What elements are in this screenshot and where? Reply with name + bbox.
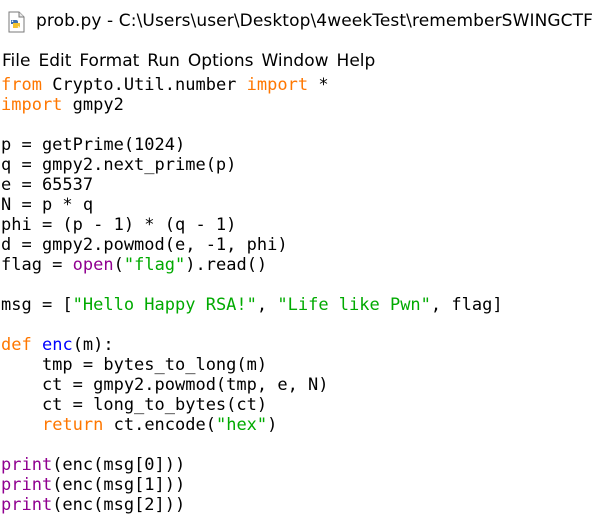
code-token: , [256, 295, 278, 315]
code-line [1, 435, 609, 455]
code-token: d = gmpy2.powmod(e, -1, phi) [1, 235, 288, 255]
code-line: q = gmpy2.next_prime(p) [1, 155, 609, 175]
code-text[interactable]: from Crypto.Util.number import *import g… [0, 75, 609, 515]
code-line: from Crypto.Util.number import * [1, 75, 609, 95]
code-token: from [1, 75, 42, 95]
menu-bar: File Edit Format Run Options Window Help [0, 48, 609, 74]
code-line: tmp = bytes_to_long(m) [1, 355, 609, 375]
menu-options[interactable]: Options [187, 51, 254, 71]
code-token: (enc(msg[1])) [52, 475, 186, 495]
code-line: import gmpy2 [1, 95, 609, 115]
code-line: def enc(m): [1, 335, 609, 355]
menu-file[interactable]: File [2, 51, 31, 71]
code-editor[interactable]: from Crypto.Util.number import *import g… [0, 75, 609, 523]
code-token: (enc(msg[0])) [52, 455, 186, 475]
code-line: phi = (p - 1) * (q - 1) [1, 215, 609, 235]
code-line: return ct.encode("hex") [1, 415, 609, 435]
code-token: (m): [72, 335, 114, 355]
code-line: e = 65537 [1, 175, 609, 195]
code-token: * [308, 75, 329, 95]
code-token: msg = [ [1, 295, 73, 315]
code-line: N = p * q [1, 195, 609, 215]
code-line: flag = open("flag").read() [1, 255, 609, 275]
code-line: d = gmpy2.powmod(e, -1, phi) [1, 235, 609, 255]
code-line [1, 275, 609, 295]
code-token: ).read() [185, 255, 268, 275]
menu-help[interactable]: Help [336, 51, 376, 71]
code-token: phi = (p - 1) * (q - 1) [1, 215, 237, 235]
code-token: e = 65537 [1, 175, 94, 195]
code-token: print [1, 455, 53, 475]
code-token: print [1, 495, 53, 515]
title-bar[interactable]: prob.py - C:\Users\user\Desktop\4weekTes… [0, 0, 609, 44]
code-token: ( [113, 255, 124, 275]
code-token: ct.encode( [103, 415, 216, 435]
code-token: (enc(msg[2])) [52, 495, 186, 515]
code-line: msg = ["Hello Happy RSA!", "Life like Pw… [1, 295, 609, 315]
code-token: print [1, 475, 53, 495]
code-token: q = gmpy2.next_prime(p) [1, 155, 237, 175]
code-line: print(enc(msg[0])) [1, 455, 609, 475]
code-token: "Hello Happy RSA!" [72, 295, 257, 315]
menu-format[interactable]: Format [79, 51, 140, 71]
code-token: "Life like Pwn" [277, 295, 431, 315]
code-token: , flag] [430, 295, 503, 315]
code-token: return [41, 415, 104, 435]
code-line: ct = gmpy2.powmod(tmp, e, N) [1, 375, 609, 395]
code-token: "hex" [215, 415, 268, 435]
code-token: p = getPrime(1024) [1, 135, 186, 155]
code-token: N = p * q [1, 195, 94, 215]
code-token: flag = [1, 255, 73, 275]
menu-window[interactable]: Window [261, 51, 329, 71]
code-token: enc [41, 335, 73, 355]
code-line: print(enc(msg[1])) [1, 475, 609, 495]
menu-edit[interactable]: Edit [38, 51, 72, 71]
code-line: print(enc(msg[2])) [1, 495, 609, 515]
code-line: p = getPrime(1024) [1, 135, 609, 155]
code-line [1, 115, 609, 135]
code-token [32, 335, 42, 355]
code-token [1, 415, 42, 435]
menu-run[interactable]: Run [147, 51, 180, 71]
code-token: tmp = bytes_to_long(m) [1, 355, 268, 375]
code-token: "flag" [123, 255, 186, 275]
code-line: ct = long_to_bytes(ct) [1, 395, 609, 415]
code-token: ct = long_to_bytes(ct) [1, 395, 268, 415]
code-token: ) [267, 415, 278, 435]
python-file-icon [6, 11, 28, 33]
code-token: ct = gmpy2.powmod(tmp, e, N) [1, 375, 329, 395]
window-title: prob.py - C:\Users\user\Desktop\4weekTes… [36, 11, 594, 31]
code-line [1, 315, 609, 335]
code-token: def [1, 335, 32, 355]
code-token: gmpy2 [62, 95, 124, 115]
code-token: open [72, 255, 114, 275]
code-token: Crypto.Util.number [41, 75, 247, 95]
code-token: import [246, 75, 309, 95]
code-token: import [1, 95, 63, 115]
